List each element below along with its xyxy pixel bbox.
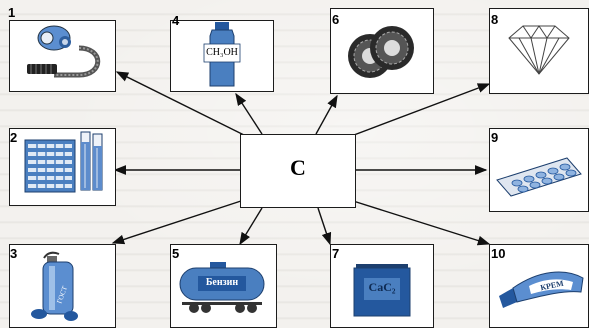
gas-mask-icon [27,25,101,78]
methanol-bottle-icon [203,22,241,87]
item-number-7: 7 [332,246,340,261]
item-number-4: 4 [172,13,180,28]
fire-extinguisher-icon: ГОСТ [31,251,78,321]
tank-car-label: Бензин [205,277,239,288]
item-number-3: 3 [10,246,18,261]
center-element-box [240,134,356,208]
cream-tube-icon [499,271,584,308]
item-number-2: 2 [10,130,18,145]
diamond-icon [508,25,570,75]
item-number-9: 9 [491,130,499,145]
item-number-10: 10 [491,246,506,261]
methanol-label: CH₃OH [206,47,238,58]
item-number-8: 8 [491,12,499,27]
carbide-can-icon [353,264,411,317]
tires-icon [348,26,414,78]
buildings-icon [24,131,103,193]
tank-car-icon [179,262,265,313]
item-number-1: 1 [8,5,16,20]
carbide-label: CaC₂ [368,280,396,294]
carbon-symbol: C [290,155,306,180]
item-box-8 [489,8,589,94]
item-number-5: 5 [172,246,180,261]
tablets-icon [496,157,582,197]
item-number-6: 6 [332,12,340,27]
